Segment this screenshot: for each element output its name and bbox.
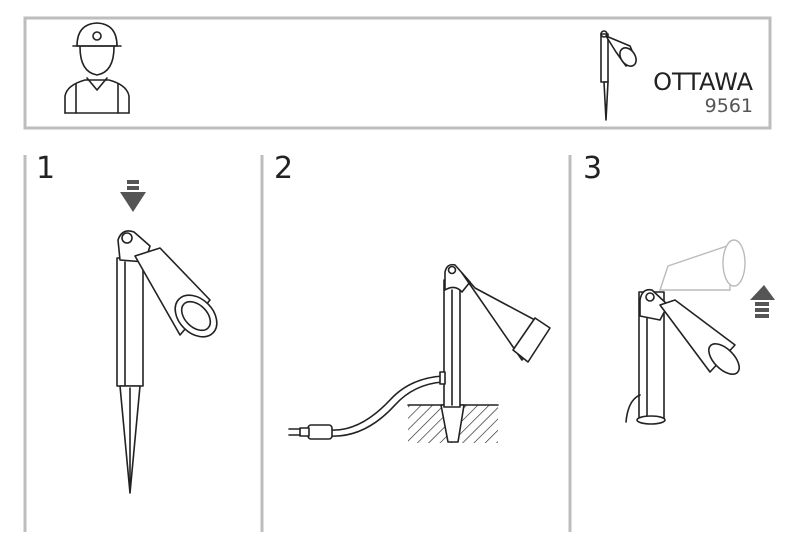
step-3-illustration: [625, 239, 775, 425]
product-thumbnail-icon: [600, 30, 637, 121]
push-down-arrow-icon: [120, 180, 146, 212]
installer-person-icon: [64, 22, 130, 114]
rotate-up-arrow-icon: [750, 285, 775, 318]
header-frame: [23, 16, 772, 130]
step-2-illustration: [288, 263, 551, 443]
step-number-2: 2: [274, 151, 293, 186]
power-plug-icon: [288, 424, 333, 440]
step-1-illustration: [116, 180, 218, 494]
product-code: 9561: [705, 95, 753, 117]
step-number-1: 1: [36, 151, 55, 186]
step-number-3: 3: [583, 151, 602, 186]
ghost-lamp-head: [659, 239, 746, 291]
product-name: OTTAWA: [653, 68, 753, 96]
